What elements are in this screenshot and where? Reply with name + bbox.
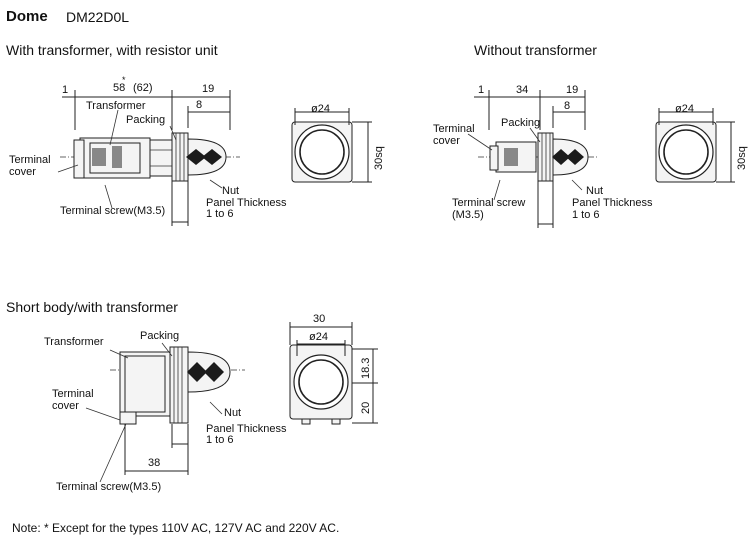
label-nut-c: Nut bbox=[224, 407, 242, 419]
section-title-without-transformer: Without transformer bbox=[474, 42, 597, 58]
dim-34: 34 bbox=[516, 84, 529, 96]
label-transformer-c: Transformer bbox=[44, 336, 104, 348]
label-terminal-screw-a: Terminal screw(M3.5) bbox=[60, 205, 166, 217]
dim-58: 58 bbox=[113, 82, 126, 94]
model-code: DM22D0L bbox=[66, 9, 130, 25]
label-nut-b: Nut bbox=[586, 185, 604, 197]
diagram-short-body bbox=[85, 322, 378, 483]
dim-8-a: 8 bbox=[196, 99, 203, 111]
dim-1-b: 1 bbox=[478, 84, 485, 96]
dim-19-b: 19 bbox=[566, 84, 579, 96]
label-panel-thickness-c: Panel Thickness bbox=[206, 423, 287, 435]
label-terminal-cover-c1: Terminal bbox=[52, 388, 94, 400]
dim-24-b: ø24 bbox=[675, 103, 694, 115]
label-panel-thickness-b: Panel Thickness bbox=[572, 197, 653, 209]
dim-18-3: 18.3 bbox=[360, 357, 372, 379]
dim-star-a: * bbox=[122, 75, 126, 85]
diagram-with-transformer bbox=[57, 90, 372, 226]
label-panel-range-b: 1 to 6 bbox=[572, 209, 600, 221]
label-panel-thickness-a: Panel Thickness bbox=[206, 197, 287, 209]
dim-19-a: 19 bbox=[202, 83, 215, 95]
dim-8-b: 8 bbox=[564, 100, 571, 112]
label-terminal-cover-b2: cover bbox=[433, 135, 460, 147]
label-terminal-screw-b2: (M3.5) bbox=[452, 209, 484, 221]
label-terminal-cover-a2: cover bbox=[9, 166, 36, 178]
label-panel-range-a: 1 to 6 bbox=[206, 208, 234, 220]
dim-30sq-b: 30sq bbox=[736, 146, 748, 170]
label-packing-b: Packing bbox=[501, 117, 541, 129]
dim-20: 20 bbox=[360, 401, 372, 414]
page-title: Dome bbox=[6, 8, 48, 25]
dim-30sq-a: 30sq bbox=[373, 146, 385, 170]
section-title-short-body: Short body/with transformer bbox=[6, 299, 178, 315]
label-terminal-cover-c2: cover bbox=[52, 400, 79, 412]
dim-30-c: 30 bbox=[313, 313, 326, 325]
label-packing-a: Packing bbox=[126, 114, 166, 126]
dim-24-a: ø24 bbox=[311, 103, 330, 115]
label-terminal-screw-c: Terminal screw(M3.5) bbox=[56, 481, 162, 493]
label-packing-c: Packing bbox=[140, 330, 180, 342]
footnote: Note: * Except for the types 110V AC, 12… bbox=[12, 521, 340, 535]
label-nut-a: Nut bbox=[222, 185, 240, 197]
section-title-with-transformer: With transformer, with resistor unit bbox=[6, 42, 218, 58]
label-terminal-cover-b1: Terminal bbox=[433, 123, 475, 135]
dim-62: (62) bbox=[133, 82, 153, 94]
label-panel-range-c: 1 to 6 bbox=[206, 434, 234, 446]
dim-38: 38 bbox=[148, 457, 161, 469]
label-terminal-screw-b1: Terminal screw bbox=[452, 197, 526, 209]
dim-24-c: ø24 bbox=[309, 331, 328, 343]
label-transformer-a: Transformer bbox=[86, 100, 146, 112]
diagram-without-transformer bbox=[467, 90, 735, 228]
dim-1-a: 1 bbox=[62, 84, 69, 96]
label-terminal-cover-a1: Terminal bbox=[9, 154, 51, 166]
